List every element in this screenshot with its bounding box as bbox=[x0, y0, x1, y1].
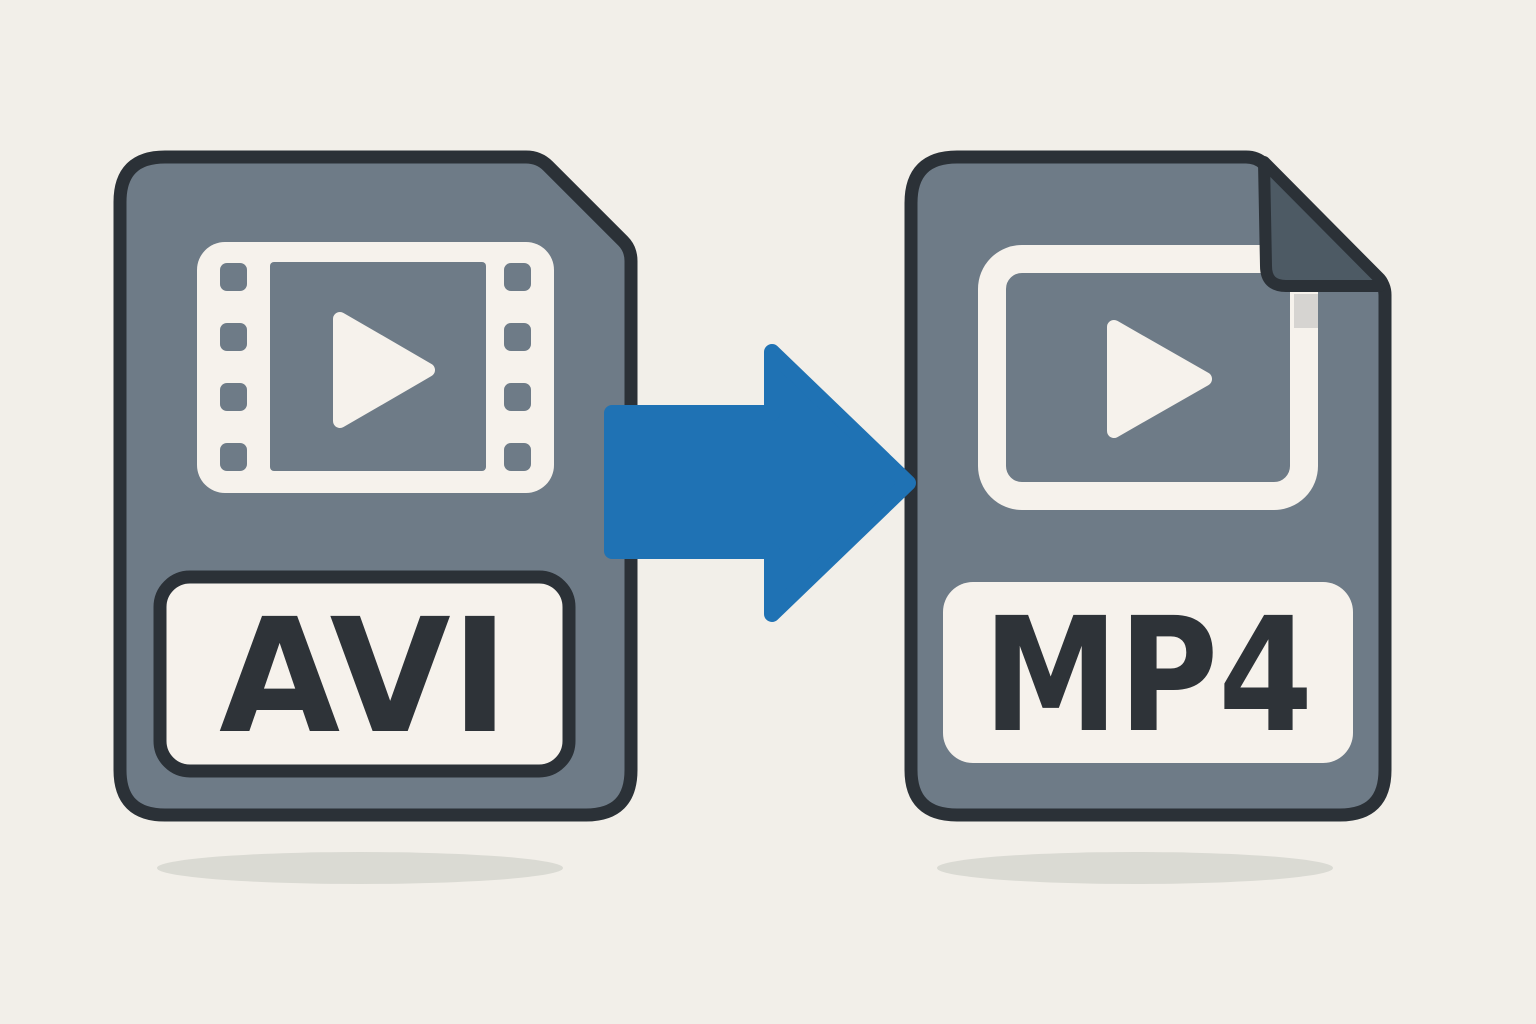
mp4-format-label: MP4 bbox=[983, 584, 1313, 768]
avi-format-label: AVI bbox=[219, 585, 509, 769]
film-sprocket-holes-left bbox=[220, 263, 247, 471]
fold-shadow bbox=[1294, 294, 1318, 328]
mp4-ground-shadow bbox=[937, 852, 1333, 884]
mp4-file-icon: MP4 bbox=[904, 150, 1392, 822]
mp4-badge-panel bbox=[943, 582, 1353, 763]
avi-badge-panel bbox=[153, 570, 576, 778]
avi-format-badge: AVI bbox=[153, 570, 576, 778]
video-frame-outline bbox=[978, 245, 1318, 510]
film-strip-icon bbox=[197, 242, 554, 493]
avi-ground-shadow bbox=[157, 852, 563, 884]
avi-file-icon: AVI bbox=[113, 150, 638, 822]
arrow-right-icon bbox=[604, 344, 916, 622]
video-frame-icon bbox=[978, 245, 1318, 510]
mp4-format-badge: MP4 bbox=[943, 582, 1353, 768]
play-icon bbox=[333, 312, 435, 428]
film-sprocket-holes-right bbox=[504, 263, 531, 471]
folded-corner-icon bbox=[1258, 156, 1389, 292]
play-icon bbox=[1107, 320, 1212, 438]
